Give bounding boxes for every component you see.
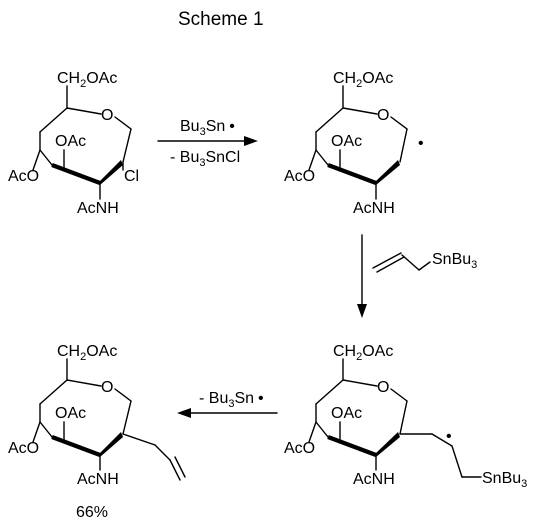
ch2oac-label: CH2OAc [57, 343, 117, 363]
product-yield: 66% [76, 504, 108, 521]
reaction-arrow-3: - Bu3Sn• [177, 390, 278, 418]
byproduct-bu3sn-radical: - Bu3Sn• [199, 390, 264, 410]
acnh-label: AcNH [353, 200, 395, 217]
oac-label: OAc [331, 133, 362, 150]
byproduct-bu3sncl: - Bu3SnCl [170, 149, 240, 169]
scheme-title: Scheme 1 [178, 9, 264, 30]
chain-radical-dot: • [446, 428, 452, 445]
oac-label: OAc [55, 405, 86, 422]
aco-label: AcO [284, 168, 315, 185]
adduct-radical-molecule: CH2OAc O OAc AcO AcNH • SnBu3 [284, 343, 527, 490]
reagent-snbu3: SnBu3 [432, 251, 477, 271]
chloride-label: Cl [124, 168, 139, 185]
stannylpropyl-chain: • SnBu3 [399, 428, 527, 490]
glycosyl-radical-molecule: CH2OAc O OAc AcO AcNH • [284, 70, 424, 217]
ring-oxygen: O [377, 379, 389, 396]
allyl-glycoside-product: CH2OAc O OAc AcO AcNH 66% [8, 343, 186, 521]
ring-oxygen: O [101, 379, 113, 396]
reagent-bu3sn-radical: Bu3Sn• [180, 118, 235, 138]
anomeric-radical-dot: • [418, 135, 424, 152]
aco-label: AcO [284, 440, 315, 457]
ch2oac-label: CH2OAc [333, 70, 393, 90]
ring-oxygen: O [377, 107, 389, 124]
ring-oxygen: O [101, 107, 113, 124]
acnh-label: AcNH [353, 471, 395, 488]
ch2oac-label: CH2OAc [57, 70, 117, 90]
reaction-arrow-1: Bu3Sn• - Bu3SnCl [157, 118, 258, 169]
acnh-label: AcNH [77, 471, 119, 488]
allyltributylstannane: SnBu3 [372, 251, 477, 273]
oac-label: OAc [55, 133, 86, 150]
ch2oac-label: CH2OAc [333, 343, 393, 363]
oac-label: OAc [331, 405, 362, 422]
acnh-label: AcNH [77, 200, 119, 217]
aco-label: AcO [8, 440, 39, 457]
reaction-arrow-2: SnBu3 [357, 234, 477, 318]
chain-snbu3-label: SnBu3 [482, 470, 527, 490]
glycosyl-chloride-molecule: CH2OAc O OAc AcO AcNH Cl [8, 70, 139, 217]
allyl-group [122, 433, 186, 481]
aco-label: AcO [8, 168, 39, 185]
